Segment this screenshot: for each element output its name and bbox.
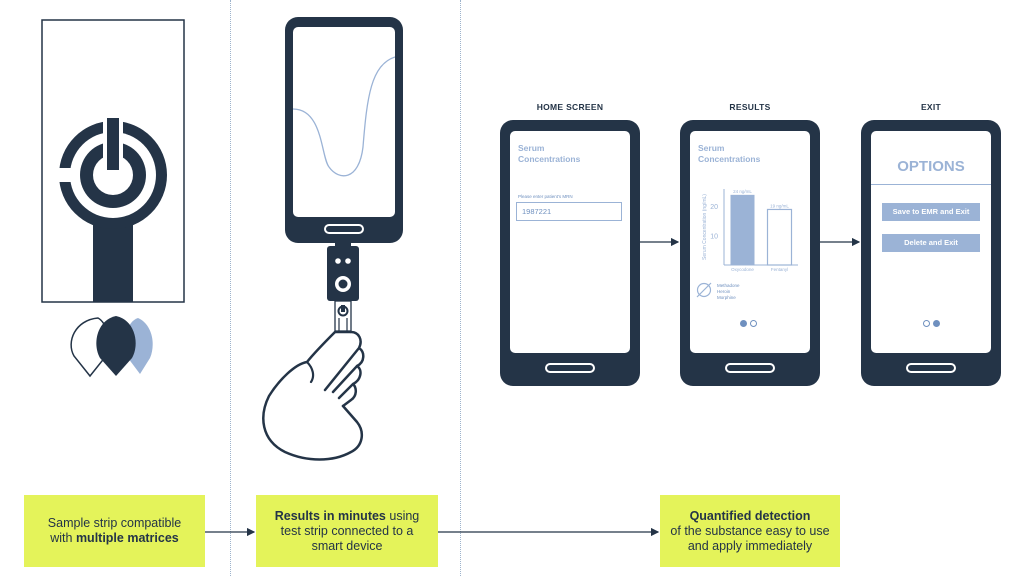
home-screen-title: Serum Concentrations [518, 143, 581, 164]
results-title: Serum Concentrations [698, 143, 761, 164]
exit-label: EXIT [920, 102, 942, 112]
category-label: Fentanyl [771, 267, 788, 272]
mrn-input-value: 1987221 [522, 207, 552, 216]
column-divider-1 [230, 0, 231, 576]
results-display: Serum Concentrations Serum Concentration… [690, 131, 810, 353]
page-dot-2[interactable] [750, 320, 757, 327]
page-dot-1[interactable] [923, 320, 930, 327]
hand-holding-strip [262, 240, 365, 461]
bar-oxycodone [730, 194, 755, 265]
caption-quantified-detection: Quantified detection of the substance ea… [660, 495, 840, 567]
mrn-field-label: Please enter patient's MRN [518, 194, 573, 199]
exit-phone: OPTIONS Save to EMR and Exit Delete and … [861, 120, 1001, 386]
device-home-button[interactable] [324, 224, 364, 234]
options-divider [871, 184, 991, 185]
home-screen-phone: Serum Concentrations Please enter patien… [500, 120, 640, 386]
substance-item: Morphine [717, 295, 736, 300]
substance-list: Methadone Heroin Morphine [717, 283, 740, 301]
substance-item: Methadone [717, 283, 740, 288]
bar-fentanyl [766, 208, 793, 266]
caption-sample-strip: Sample strip compatible with multiple ma… [24, 495, 205, 567]
home-screen-display: Serum Concentrations Please enter patien… [510, 131, 630, 353]
mrn-input[interactable]: 1987221 [516, 202, 622, 221]
empty-set-icon [696, 282, 712, 298]
caption-results-in-minutes: Results in minutes using test strip conn… [256, 495, 438, 567]
device-phone [285, 17, 403, 243]
data-label: 24 ng/mL [733, 189, 752, 194]
graph-curve [293, 56, 395, 177]
exit-home-button[interactable] [906, 363, 956, 373]
results-home-button[interactable] [725, 363, 775, 373]
page-dot-1[interactable] [740, 320, 747, 327]
device-screen [293, 27, 395, 217]
substance-item: Heroin [717, 289, 731, 294]
sample-strip-illustration [41, 19, 185, 378]
save-to-emr-button[interactable]: Save to EMR and Exit [882, 203, 980, 221]
results-bar-chart: Serum Concentration (ng/mL)10 20 24 ng/mL O… [702, 189, 798, 272]
y-tick-label: 20 [710, 204, 718, 211]
exit-display: OPTIONS Save to EMR and Exit Delete and … [871, 131, 991, 353]
y-axis-title: Serum Concentration (ng/mL) [702, 194, 708, 260]
page-dot-2[interactable] [933, 320, 940, 327]
results-phone: Serum Concentrations Serum Concentration… [680, 120, 820, 386]
column-divider-2 [460, 0, 461, 576]
delete-and-exit-button[interactable]: Delete and Exit [882, 234, 980, 252]
category-label: Oxycodone [731, 267, 754, 272]
home-screen-home-button[interactable] [545, 363, 595, 373]
y-tick-label: 10 [710, 233, 718, 240]
home-screen-label: HOME SCREEN [536, 102, 604, 112]
data-label: 19 ng/mL [770, 203, 789, 208]
options-title: OPTIONS [897, 158, 965, 175]
results-label: RESULTS [729, 102, 771, 112]
